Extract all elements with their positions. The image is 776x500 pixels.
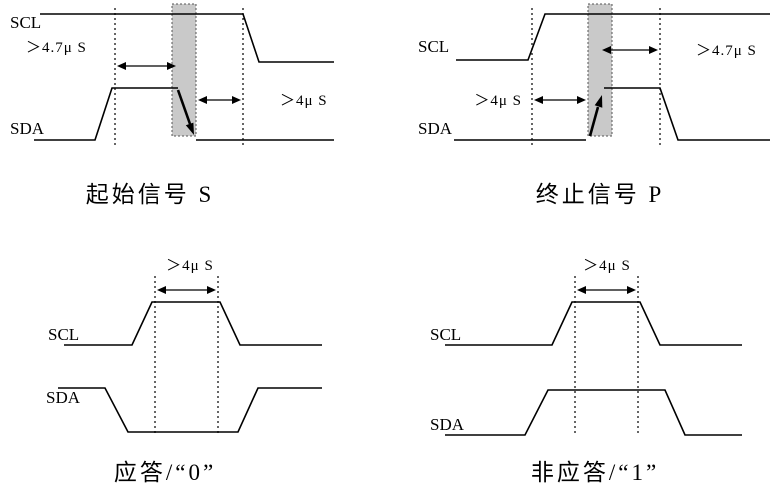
stop-rise-arrow-icon xyxy=(588,95,603,137)
start-fall-arrow-icon xyxy=(176,89,194,135)
scl-waveform xyxy=(456,13,770,61)
scl-label: SCL xyxy=(418,37,449,56)
arrow-head-icon xyxy=(117,62,126,70)
arrow-head-icon xyxy=(602,46,611,54)
ack-panel: ＞4μ S SCL SDA 应答/“0” xyxy=(46,258,322,485)
setup-time-arrow xyxy=(117,62,176,70)
sda-waveform xyxy=(604,87,770,141)
setup-time-label: ＞4μ S xyxy=(474,93,522,109)
arrow-head-icon xyxy=(207,286,216,294)
nack-panel: ＞4μ S SCL SDA 非应答/“1” xyxy=(430,258,742,485)
sda-waveform xyxy=(445,389,742,436)
arrow-head-icon xyxy=(167,62,176,70)
panel-caption: 非应答/“1” xyxy=(531,460,659,485)
sda-label: SDA xyxy=(418,119,453,138)
high-time-label: ＞4μ S xyxy=(166,258,214,274)
arrow-shaft xyxy=(588,106,600,137)
arrow-head-icon xyxy=(649,46,658,54)
bus-free-time-label: ＞4.7μ S xyxy=(696,43,757,59)
sda-label: SDA xyxy=(430,415,465,434)
arrow-head-icon xyxy=(594,95,603,108)
high-time-arrow xyxy=(577,286,636,294)
panel-caption: 终止信号 P xyxy=(536,182,665,207)
arrow-head-icon xyxy=(577,286,586,294)
high-time-label: ＞4μ S xyxy=(583,258,631,274)
scl-waveform xyxy=(40,13,334,63)
stop-signal-panel: SCL ＞4.7μ S ＞4μ S SDA 终止信号 P xyxy=(418,3,770,207)
hold-time-arrow xyxy=(198,96,241,104)
scl-waveform xyxy=(445,301,742,346)
bus-free-time-arrow xyxy=(602,46,658,54)
arrow-head-icon xyxy=(185,122,194,135)
transition-band xyxy=(587,3,613,137)
sda-waveform xyxy=(58,387,322,433)
arrow-head-icon xyxy=(157,286,166,294)
hold-time-label: ＞4μ S xyxy=(280,93,328,109)
sda-waveform xyxy=(34,87,178,141)
arrow-head-icon xyxy=(627,286,636,294)
panel-caption: 起始信号 S xyxy=(86,182,215,207)
arrow-head-icon xyxy=(577,96,586,104)
arrow-head-icon xyxy=(198,96,207,104)
scl-label: SCL xyxy=(430,325,461,344)
scl-waveform xyxy=(64,301,322,346)
high-time-arrow xyxy=(157,286,216,294)
setup-time-arrow xyxy=(534,96,586,104)
panel-caption: 应答/“0” xyxy=(114,460,216,485)
start-signal-panel: SCL ＞4.7μ S SDA ＞4μ S 起始信号 S xyxy=(10,3,334,207)
scl-label: SCL xyxy=(10,13,41,32)
sda-label: SDA xyxy=(10,119,45,138)
arrow-head-icon xyxy=(232,96,241,104)
transition-band xyxy=(171,3,197,137)
sda-label: SDA xyxy=(46,388,81,407)
arrow-head-icon xyxy=(534,96,543,104)
arrow-shaft xyxy=(176,89,192,125)
scl-label: SCL xyxy=(48,325,79,344)
setup-time-label: ＞4.7μ S xyxy=(26,40,87,56)
